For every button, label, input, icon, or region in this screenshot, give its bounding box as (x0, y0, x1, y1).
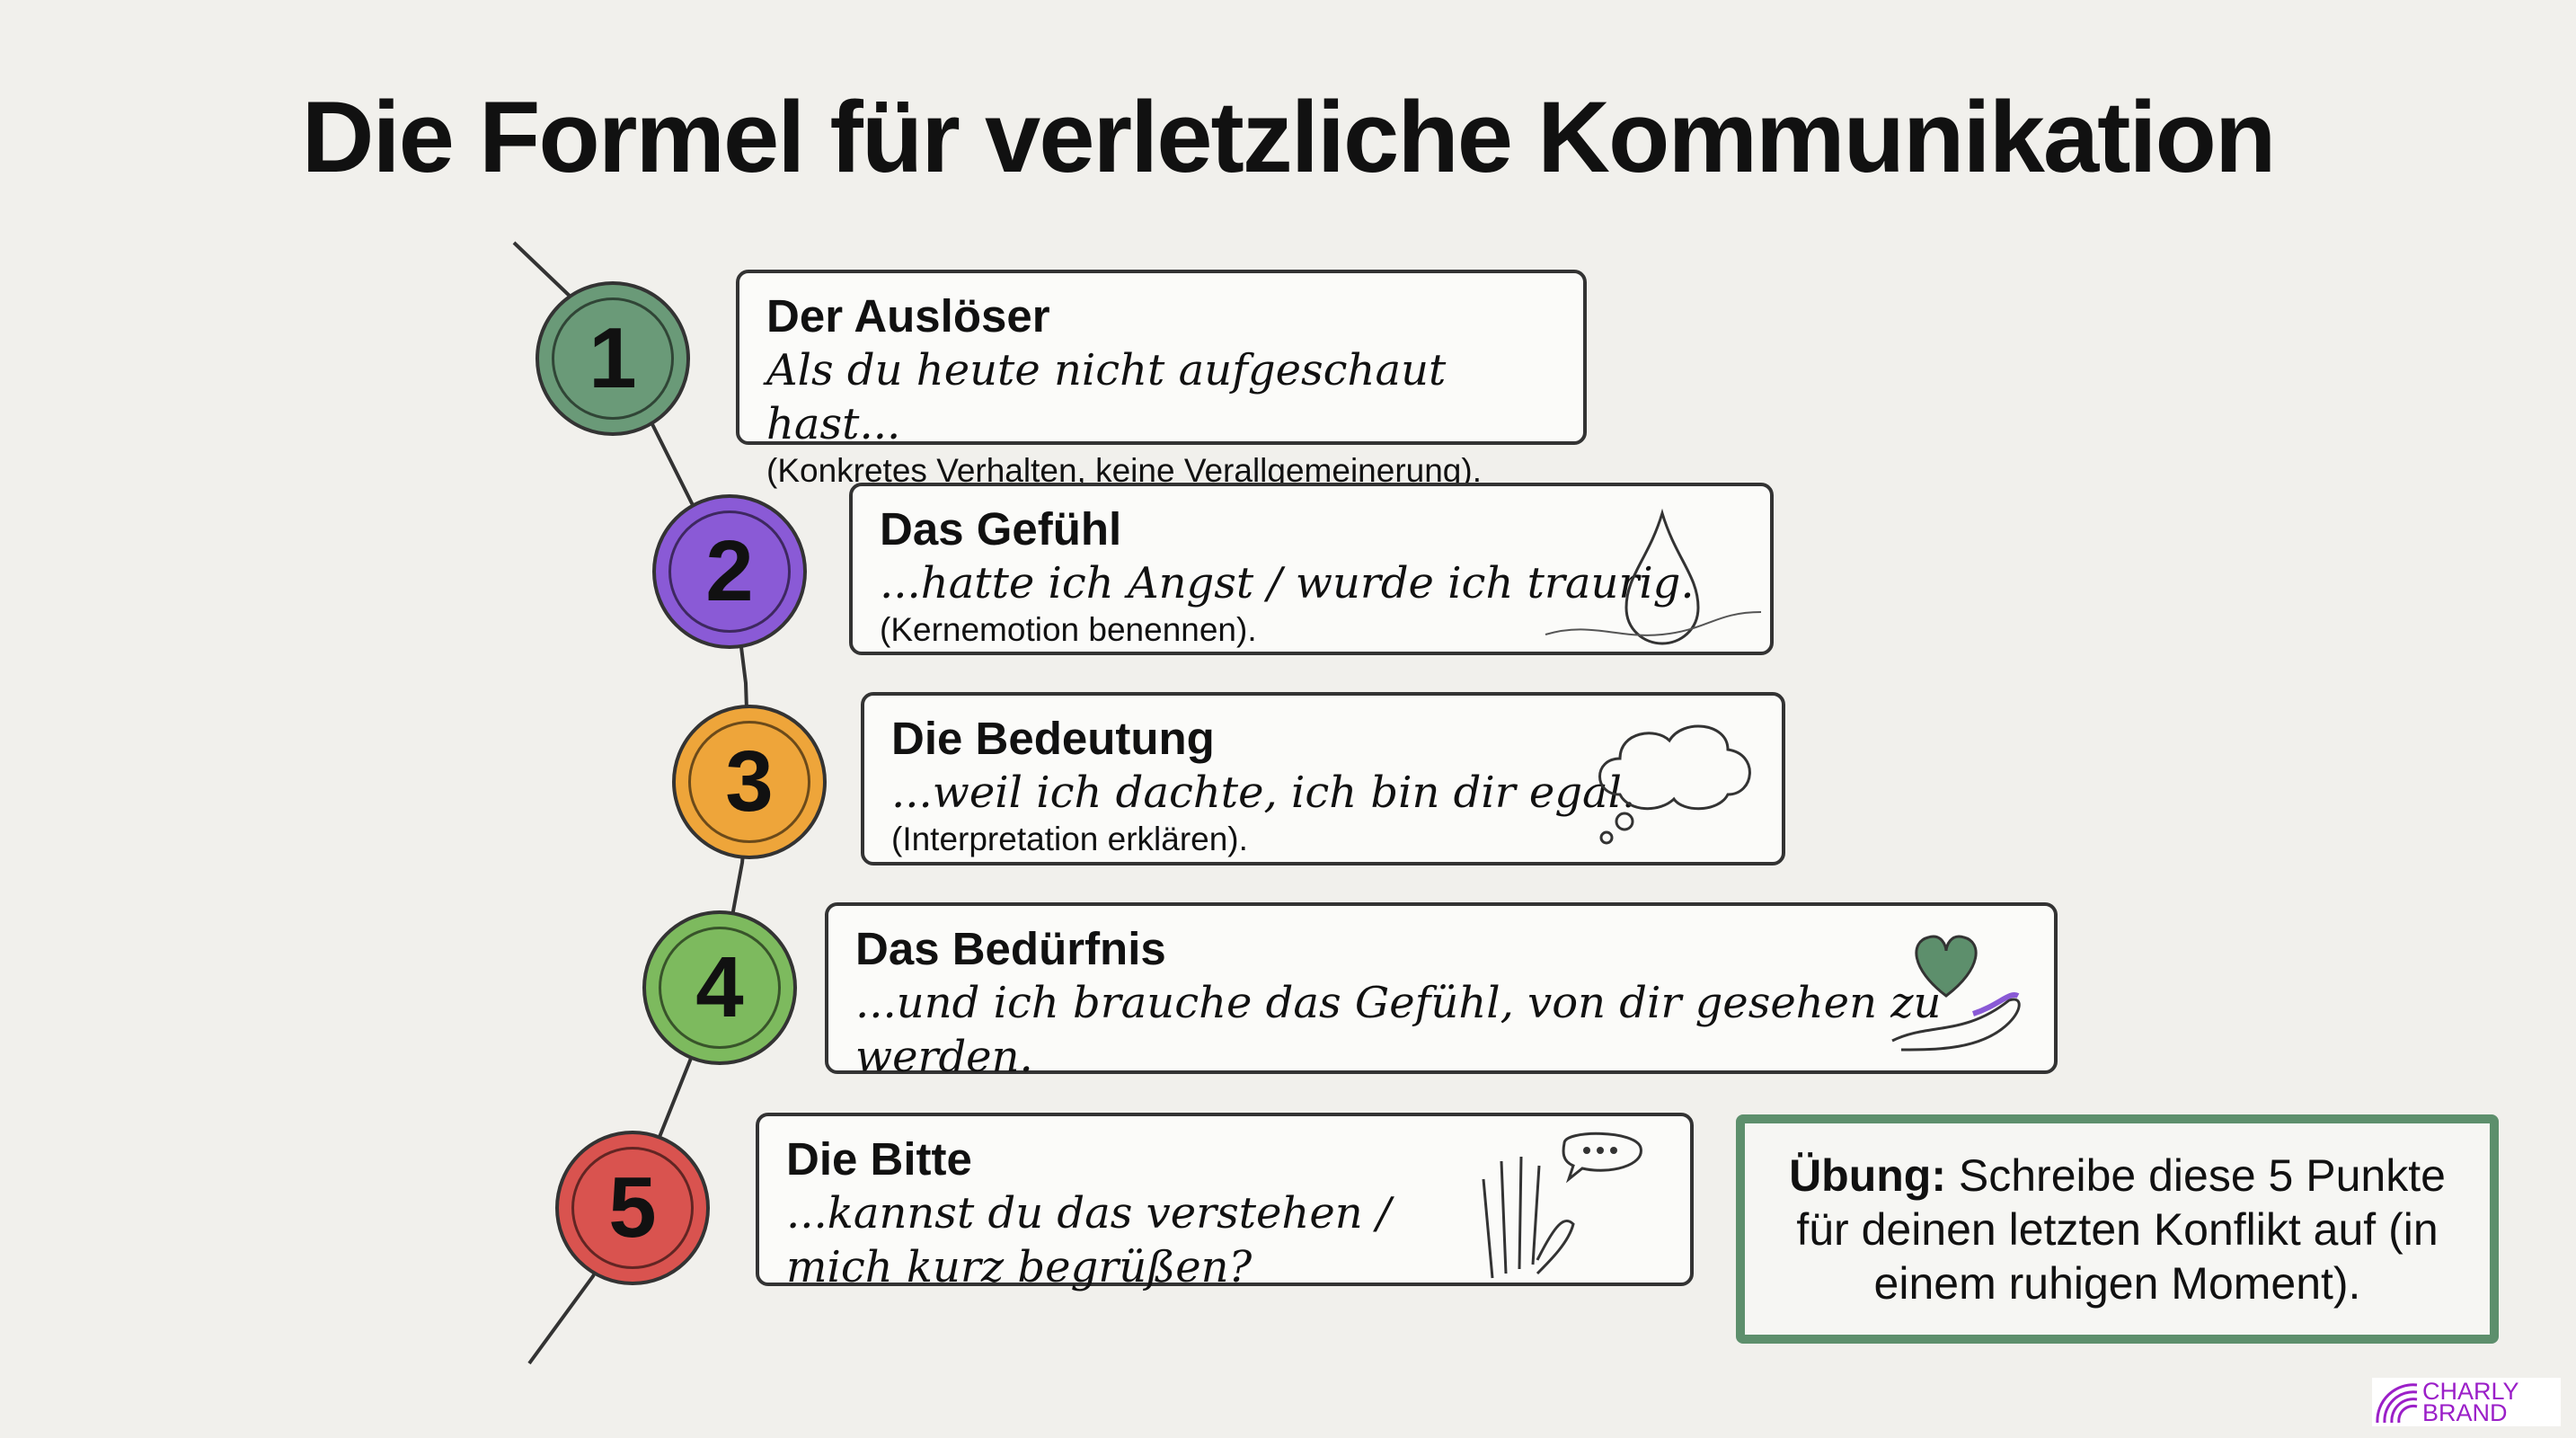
step-number-4: 4 (642, 910, 797, 1065)
step-card-5: Die Bitte ...kannst du das verstehen / m… (756, 1113, 1694, 1292)
step-example: Als du heute nicht aufgeschaut hast... (766, 345, 1447, 449)
step-number-1: 1 (536, 281, 690, 436)
heart-in-hand-icon (1891, 935, 2021, 1052)
step-number-2: 2 (652, 494, 807, 649)
step-number-5: 5 (555, 1131, 710, 1285)
step-note: (Interpretation erklären). (891, 821, 1248, 857)
step-heading: Die Bitte (786, 1133, 972, 1185)
thought-cloud-icon (1598, 724, 1751, 845)
step-card-4: Das Bedürfnis ...und ich brauche das Gef… (825, 902, 2058, 1082)
step-heading: Das Gefühl (880, 503, 1122, 555)
step-card-2: Das Gefühl ...hatte ich Angst / wurde ic… (849, 483, 1774, 655)
page-title: Die Formel für verletzliche Kommunikatio… (301, 81, 2277, 193)
step-example: ...und ich brauche das Gefühl, von dir g… (855, 978, 1942, 1082)
logo-arcs-icon (2376, 1383, 2418, 1424)
step-example: ...hatte ich Angst / wurde ich traurig. (880, 558, 1695, 608)
step-number-3: 3 (672, 705, 827, 859)
exercise-box: Übung: Schreibe diese 5 Punkte für deine… (1736, 1114, 2499, 1344)
exercise-text: Schreibe diese 5 Punkte für deinen letzt… (1796, 1150, 2446, 1309)
step-card-3: Die Bedeutung ...weil ich dachte, ich bi… (861, 692, 1785, 865)
step-example-line2: mich kurz begrüßen? (786, 1242, 1253, 1292)
step-heading: Der Auslöser (766, 290, 1050, 342)
step-example: ...kannst du das verstehen / (786, 1188, 1392, 1238)
step-heading: Das Bedürfnis (855, 923, 1166, 974)
teardrop-icon (1545, 508, 1762, 645)
step-card-1: Der Auslöser Als du heute nicht aufgesch… (736, 270, 1587, 489)
step-example: ...weil ich dachte, ich bin dir egal. (891, 768, 1636, 818)
exercise-label: Übung: (1789, 1150, 1946, 1201)
step-heading: Die Bedeutung (891, 713, 1215, 764)
raised-hand-speech-icon (1482, 1132, 1642, 1279)
step-note: (Kernemotion benennen). (880, 611, 1257, 648)
